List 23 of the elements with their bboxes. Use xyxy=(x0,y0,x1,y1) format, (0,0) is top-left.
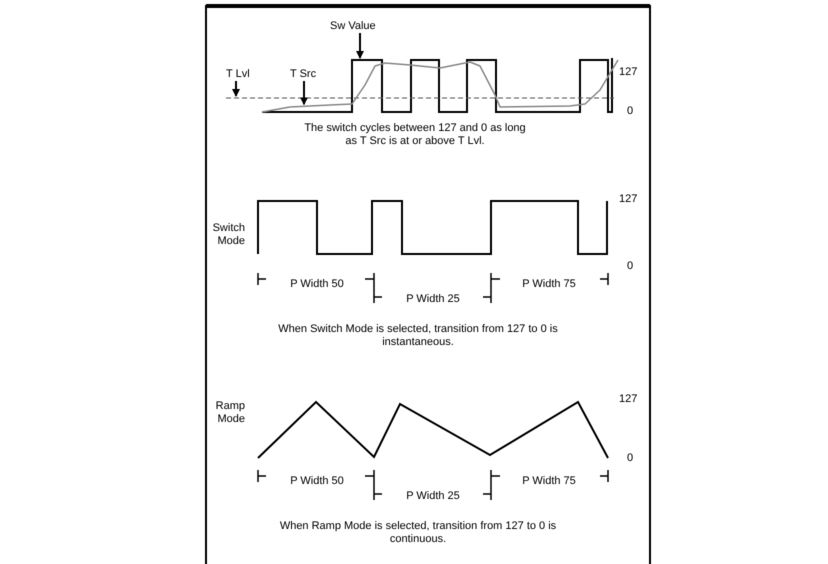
mode-label: Ramp Mode xyxy=(214,400,245,426)
axis-value: 0 xyxy=(627,105,634,118)
caption: When Switch Mode is selected, transition from 127 to 0 is instantaneous. xyxy=(277,323,559,349)
dimension-label: P Width 50 xyxy=(289,475,345,488)
caption: When Ramp Mode is selected, transition from 127 to 0 is continuous. xyxy=(278,520,558,546)
leader-arrow xyxy=(232,81,240,97)
dimension-label: P Width 75 xyxy=(521,475,577,488)
callout-label: Sw Value xyxy=(330,20,376,33)
caption: The switch cycles between 127 and 0 as long as T Src is at or above T Lvl. xyxy=(303,122,527,148)
leader-arrow xyxy=(356,33,364,59)
callout-label: T Lvl xyxy=(226,68,250,81)
mode-label: Switch Mode xyxy=(212,222,245,248)
leader-arrow xyxy=(300,81,308,106)
axis-value: 127 xyxy=(619,66,638,79)
axis-value: 127 xyxy=(619,393,638,406)
dimension-label: P Width 50 xyxy=(289,278,345,291)
axis-value: 0 xyxy=(627,260,634,273)
dimension-label: P Width 25 xyxy=(405,490,461,503)
dimension-label: P Width 75 xyxy=(521,278,577,291)
dimension-label: P Width 25 xyxy=(405,293,461,306)
axis-value: 127 xyxy=(619,193,638,206)
axis-value: 0 xyxy=(627,452,634,465)
callout-label: T Src xyxy=(290,68,316,81)
